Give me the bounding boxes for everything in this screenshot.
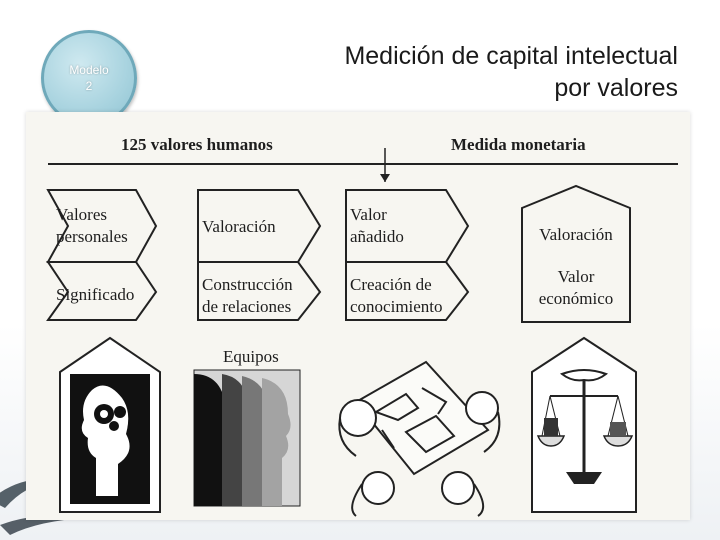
stage-3-box: Valor añadido Creación de conocimiento — [345, 189, 470, 321]
team-faces-icon — [193, 369, 301, 507]
stage-1-bottom-line-1: Significado — [56, 285, 134, 304]
stage-3-bottom-line-1: Creación de — [350, 275, 432, 294]
scanned-diagram: 125 valores humanos Medida monetaria Val… — [26, 112, 690, 520]
stage-1-top-line-1: Valores — [56, 205, 107, 224]
stage-2-bottom-line-2: de relaciones — [202, 297, 291, 316]
collaboration-icon — [338, 360, 501, 517]
stage-3-top-line-1: Valor — [350, 205, 387, 224]
swoosh-decoration — [0, 479, 90, 535]
stage-2-bottom-line-1: Construcción — [202, 275, 293, 294]
stage-1-box: Valores personales Significado — [46, 189, 158, 321]
diagram-svg: 125 valores humanos Medida monetaria Val… — [46, 135, 678, 517]
head-gears-icon — [59, 336, 161, 513]
stage-4-bottom-line-2: económico — [539, 289, 614, 308]
header-left-label: 125 valores humanos — [121, 135, 273, 154]
stage-2-box: Valoración Construcción de relaciones — [197, 189, 322, 321]
model-badge: Modelo 2 — [41, 30, 137, 126]
slide-title: Medición de capital intelectual por valo… — [258, 40, 678, 104]
stage-4-top-line-1: Valoración — [539, 225, 613, 244]
divider-arrow-icon — [380, 174, 390, 182]
badge-line-2: 2 — [85, 79, 93, 93]
stage-2-top-line-1: Valoración — [202, 217, 276, 236]
equipos-label: Equipos — [223, 347, 279, 366]
title-line-1: Medición de capital intelectual — [344, 42, 678, 70]
badge-line-1: Modelo — [69, 63, 109, 77]
stage-1-top-line-2: personales — [56, 227, 128, 246]
stage-4-bottom-line-1: Valor — [558, 267, 595, 286]
stage-3-top-line-2: añadido — [350, 227, 404, 246]
stage-3-bottom-line-2: conocimiento — [350, 297, 443, 316]
balance-scale-icon — [531, 336, 637, 513]
header-right-label: Medida monetaria — [451, 135, 586, 154]
title-line-2: por valores — [554, 74, 678, 102]
stage-4-box: Valoración Valor económico — [521, 184, 631, 323]
